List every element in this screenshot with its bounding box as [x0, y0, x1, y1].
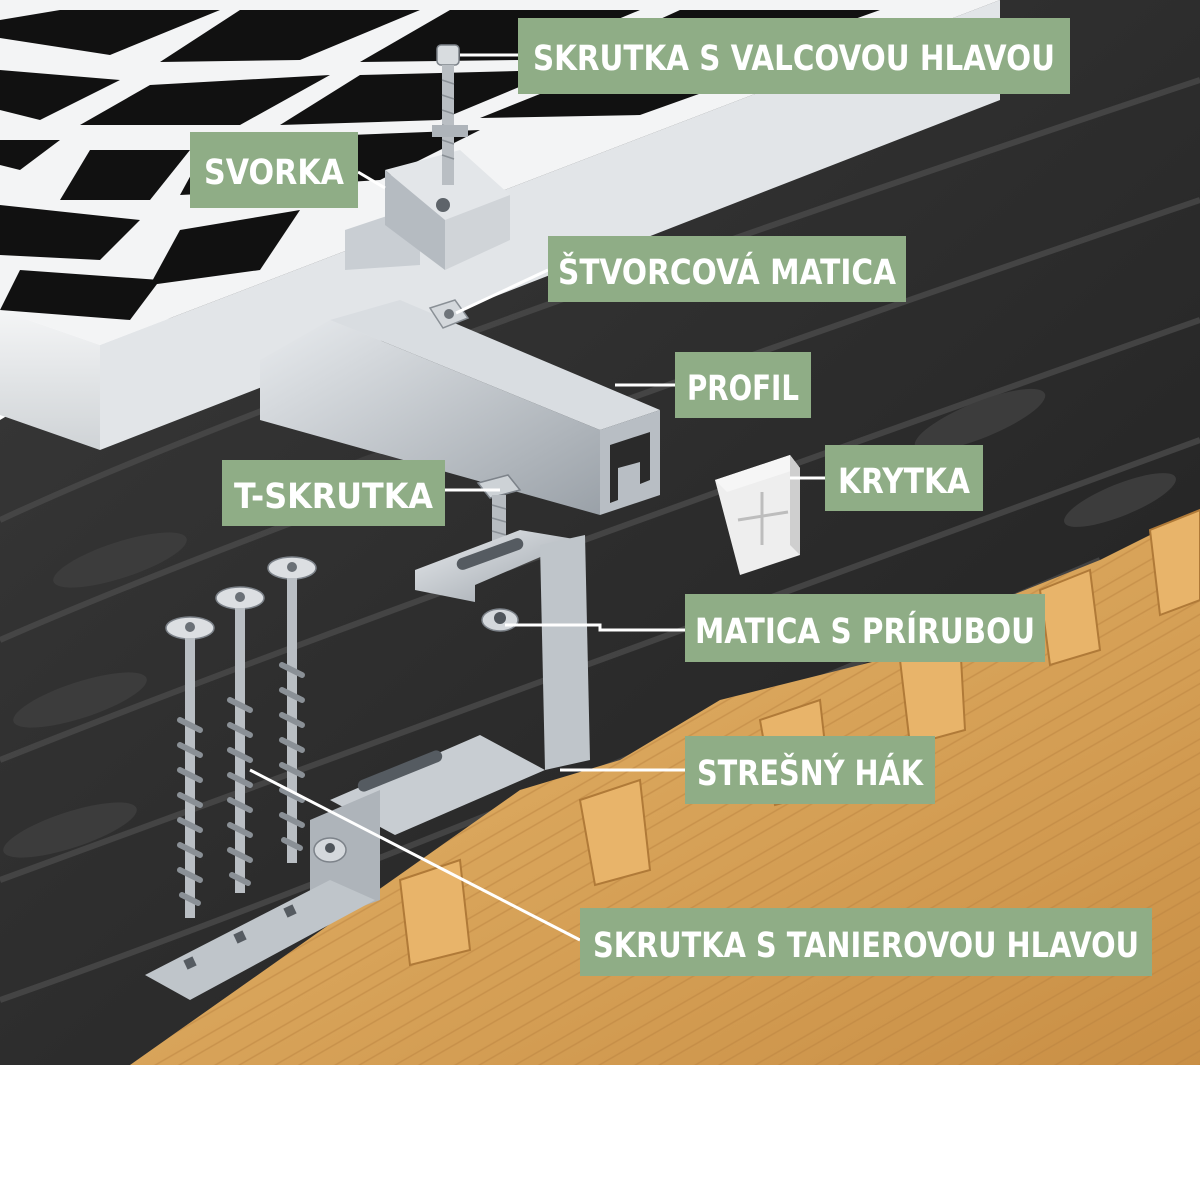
label-matica-prirubou: MATICA S PRÍRUBOU [685, 594, 1045, 662]
label-stvorcova-matica-text: ŠTVORCOVÁ MATICA [558, 251, 896, 293]
label-krytka: KRYTKA [825, 445, 983, 511]
tile-bumps [3, 388, 1176, 858]
label-stvorcova-matica: ŠTVORCOVÁ MATICA [548, 236, 906, 302]
label-matica-prirubou-text: MATICA S PRÍRUBOU [695, 610, 1035, 652]
cylinder-head-screw [432, 44, 468, 185]
profile-rail [260, 300, 660, 515]
label-skrutka-tanierova-text: SKRUTKA S TANIEROVOU HLAVOU [593, 926, 1139, 966]
hook-step [330, 735, 545, 835]
leader-stvorcova-matica [455, 268, 549, 315]
profile-top [330, 300, 660, 430]
label-krytka-text: KRYTKA [838, 462, 970, 502]
label-svorka-text: SVORKA [204, 153, 344, 193]
label-t-skrutka: T-SKRUTKA [222, 460, 445, 526]
profile-end-channel [610, 432, 650, 503]
hook-base-plate [145, 880, 375, 1000]
profile-side [260, 320, 600, 515]
leader-svorka [357, 170, 386, 190]
panel-frame-side [0, 310, 100, 450]
wafer-screw-1 [165, 616, 215, 918]
label-skrutka-valcova: SKRUTKA S VALCOVOU HLAVOU [518, 18, 1070, 94]
leader-matica-prirubou [505, 623, 685, 632]
label-svorka: SVORKA [190, 132, 358, 208]
wafer-screw-2 [215, 586, 265, 893]
label-profil: PROFIL [675, 352, 811, 418]
label-profil-text: PROFIL [687, 369, 799, 409]
roof-hook [145, 530, 590, 1000]
end-cap [715, 455, 800, 575]
leader-skrutka-tanierova [249, 768, 581, 942]
leader-lines [249, 53, 825, 942]
wafer-head-screws [165, 556, 317, 918]
hook-vertical [540, 535, 590, 770]
label-skrutka-tanierova: SKRUTKA S TANIEROVOU HLAVOU [580, 908, 1152, 976]
square-nut [428, 299, 470, 329]
label-stresny-hak-text: STREŠNÝ HÁK [697, 751, 925, 794]
label-skrutka-valcova-text: SKRUTKA S VALCOVOU HLAVOU [533, 39, 1055, 79]
hook-upper-plate [415, 530, 580, 602]
wafer-screw-3 [267, 556, 317, 863]
label-stresny-hak: STREŠNÝ HÁK [685, 736, 935, 804]
label-t-skrutka-text: T-SKRUTKA [234, 477, 433, 517]
